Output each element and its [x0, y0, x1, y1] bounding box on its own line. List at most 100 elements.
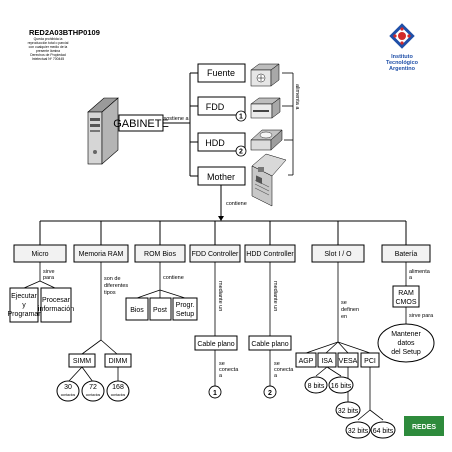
notice-line: reproducción total o parcial [28, 41, 69, 45]
micro-link-label: sirve [43, 269, 55, 275]
contacts-unit: contactos [86, 393, 101, 397]
mantener-datos-ellipse [377, 323, 435, 363]
slot-link-label: en [341, 314, 347, 320]
micro-item-label: información [38, 306, 74, 313]
fdd-cable-box [194, 335, 238, 351]
contacts-30 [56, 380, 80, 402]
notice-line: con cualquier medio de la [29, 45, 68, 49]
category-label: Memoria RAM [79, 251, 124, 258]
hdd-conecta-label: conecta [274, 367, 294, 373]
slot-type-agp [295, 352, 317, 368]
sostiene-label: sostiene a [163, 116, 189, 122]
bits-label: 16 bits [331, 383, 352, 390]
rombios-item-label: Progr. [176, 302, 195, 309]
rombios-item-label: Bios [130, 307, 144, 314]
power-supply-icon [250, 63, 280, 87]
rombios-item-label: Post [153, 307, 167, 314]
logo-emblem-icon [389, 23, 415, 49]
institute-logo: Instituto Tecnológico Argentino [386, 23, 419, 72]
fdd-target-badge [208, 385, 222, 399]
bits-label: 8 bits [308, 383, 325, 390]
contacts-value: 72 [89, 384, 97, 391]
category-label: ROM Bios [144, 251, 176, 258]
component-fdd [197, 96, 246, 116]
slot-link-label: se [341, 300, 347, 306]
bits-64-pci [370, 421, 396, 439]
contacts-168 [106, 380, 130, 402]
hdd-conecta-label: se [274, 361, 280, 367]
rombios-item-bios [125, 297, 149, 321]
category-label: HDD Controller [246, 251, 294, 258]
bits-16 [328, 376, 354, 394]
result-label: datos [397, 340, 415, 347]
rombios-link-label: contiene [163, 275, 184, 281]
fdd-target-label: 1 [213, 390, 217, 397]
ram-cmos-label: CMOS [396, 299, 417, 306]
rombios-item-label: Setup [176, 311, 194, 318]
component-fuente [197, 63, 246, 83]
alimenta-label: alimenta a [294, 84, 300, 110]
bits-label: 32 bits [348, 428, 369, 435]
memoria-link-label: diferentes [104, 283, 128, 289]
contacts-unit: contactos [111, 393, 126, 397]
notice-line: Queda prohibida la [34, 37, 63, 41]
redes-label: REDES [412, 424, 436, 431]
micro-item-label: Programar [7, 311, 41, 318]
result-label: Mantener [391, 331, 421, 338]
fdd-number-badge [235, 110, 247, 122]
notice-line: presente lámina [36, 49, 60, 53]
fdd-conecta-label: se [219, 361, 225, 367]
micro-item-label: Ejecutar [11, 293, 37, 300]
micro-link-label: para [43, 275, 55, 281]
component-label: Mother [207, 172, 235, 182]
bateria-link-label: a [409, 275, 413, 281]
hdd-conecta-label: a [274, 373, 278, 379]
memory-type-label: SIMM [73, 358, 91, 365]
sirve-para-label: sirve para [409, 313, 434, 319]
rombios-item-post [149, 297, 172, 321]
component-hdd [197, 132, 246, 152]
bits-label: 64 bits [373, 428, 394, 435]
pc-tower-icon [87, 97, 119, 165]
result-label: del Setup [391, 349, 421, 356]
hdd-target-badge [263, 385, 277, 399]
rombios-item-setup [172, 297, 198, 321]
copyright-notice: Queda prohibida la reproducción total o … [28, 37, 69, 61]
micro-item-label: Procesar [42, 297, 71, 304]
fdd-link-label: mediante un [217, 281, 223, 311]
contacts-value: 30 [64, 384, 72, 391]
micro-item-label: y [22, 302, 26, 309]
cable-label: Cable plano [197, 341, 234, 348]
contacts-value: 168 [112, 384, 124, 391]
redes-badge [404, 416, 444, 436]
micro-item-ejecutar [9, 287, 39, 323]
motherboard-icon [251, 153, 287, 207]
hdd-target-label: 2 [268, 390, 272, 397]
logo-line: Tecnológico [386, 60, 419, 66]
logo-line: Argentino [389, 66, 416, 72]
fdd-conecta-label: a [219, 373, 223, 379]
fdd-conecta-label: conecta [219, 367, 239, 373]
component-label: HDD [205, 138, 225, 148]
slot-type-label: AGP [299, 358, 314, 365]
document-code: RED2A03BTHP0109 [29, 28, 100, 37]
hard-drive-icon [250, 129, 283, 151]
micro-item-procesar [40, 287, 72, 323]
category-label: Slot I / O [324, 251, 352, 258]
floppy-drive-icon [250, 97, 281, 119]
bits-8 [304, 376, 328, 394]
contiene-label: contiene [226, 201, 247, 207]
fdd-badge-label: 1 [239, 114, 243, 121]
slot-type-label: VESA [339, 358, 358, 365]
component-label: FDD [206, 102, 225, 112]
slot-link-label: definen [341, 307, 359, 313]
notice-line: Intelectual Nº 700445 [32, 57, 64, 61]
memoria-link-label: son de [104, 276, 121, 282]
contacts-72 [81, 380, 105, 402]
memoria-link-label: tipos [104, 290, 116, 296]
category-label: Micro [31, 251, 48, 258]
memory-type-label: DIMM [109, 358, 128, 365]
bateria-link-label: alimenta [409, 269, 431, 275]
